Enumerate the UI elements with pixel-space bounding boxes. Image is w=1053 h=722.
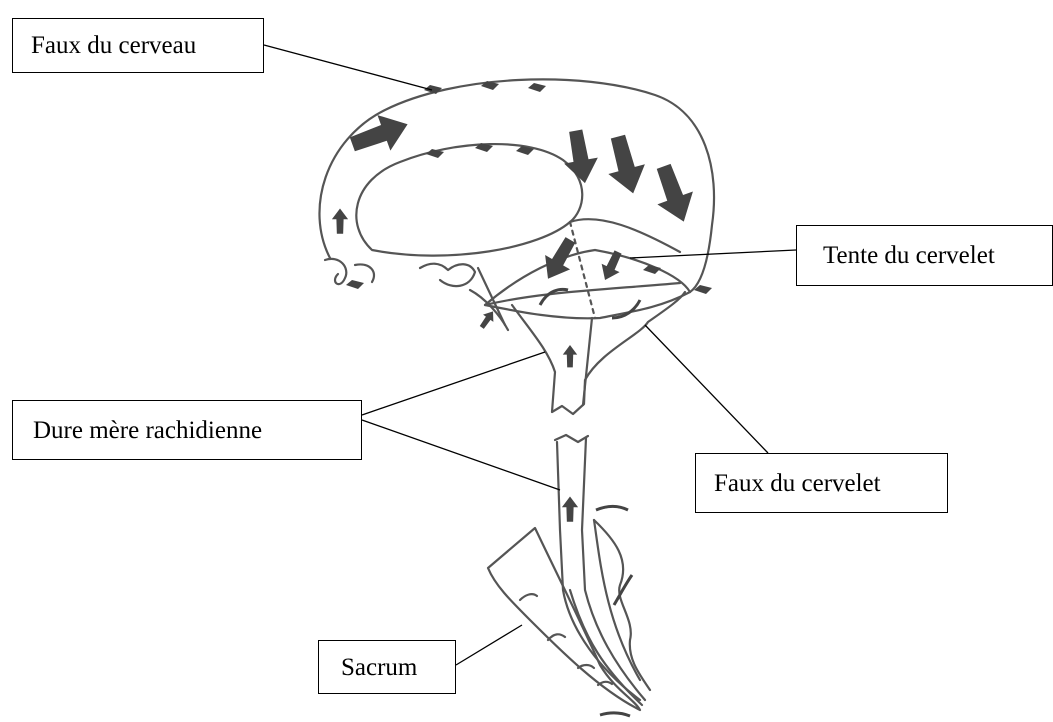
falx-cerebri-outline [319,79,714,292]
label-sacrum: Sacrum [318,640,456,694]
label-faux-du-cerveau: Faux du cerveau [12,18,264,73]
spinal-dura-outline [512,292,685,414]
falx-inner-margin [356,144,582,256]
leader-dure-upper [362,352,545,415]
leader-sacrum [456,625,522,665]
leader-faux-cerveau [264,45,432,90]
leader-faux-cervelet [645,325,768,453]
label-dure-mere-rachidienne: Dure mère rachidienne [12,400,362,460]
label-faux-du-cervelet: Faux du cervelet [695,453,948,513]
leader-tente [630,250,796,258]
leader-dure-lower [362,420,560,490]
label-tente-du-cervelet: Tente du cervelet [796,225,1053,286]
sacrum-outline [488,528,640,710]
